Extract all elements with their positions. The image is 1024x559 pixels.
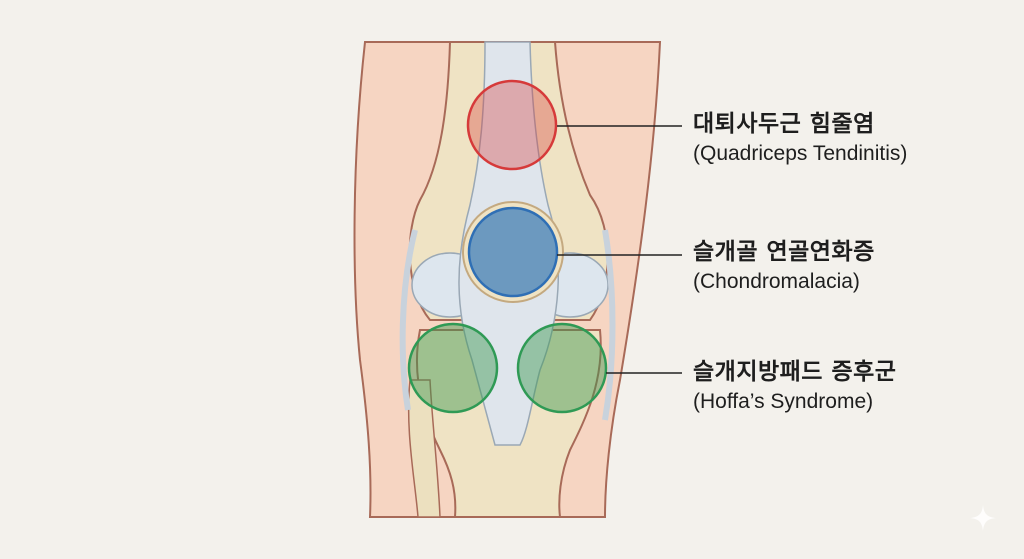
hoffa-zone-circle-left xyxy=(407,322,499,414)
callout-english: (Chondromalacia) xyxy=(693,270,860,293)
medial-ligament xyxy=(602,229,616,421)
callout-quadriceps: 대퇴사두근 힘줄염 (Quadriceps Tendinitis) xyxy=(693,110,907,167)
callout-english: (Quadriceps Tendinitis) xyxy=(693,142,908,165)
sparkle-icon xyxy=(970,505,996,531)
callout-korean: 슬개골 연골연화증 xyxy=(693,239,875,265)
chondromalacia-zone-circle xyxy=(467,206,559,298)
callout-hoffa: 슬개지방패드 증후군 (Hoffa’s Syndrome) xyxy=(693,358,896,415)
callout-korean: 슬개지방패드 증후군 xyxy=(693,359,897,385)
callout-chondromalacia: 슬개골 연골연화증 (Chondromalacia) xyxy=(693,238,875,295)
quadriceps-zone-circle xyxy=(466,79,558,171)
callout-korean: 대퇴사두근 힘줄염 xyxy=(693,111,875,137)
lateral-ligament xyxy=(399,229,418,411)
callout-english: (Hoffa’s Syndrome) xyxy=(693,390,874,413)
hoffa-zone-circle-right xyxy=(516,322,608,414)
fibula xyxy=(407,379,441,518)
